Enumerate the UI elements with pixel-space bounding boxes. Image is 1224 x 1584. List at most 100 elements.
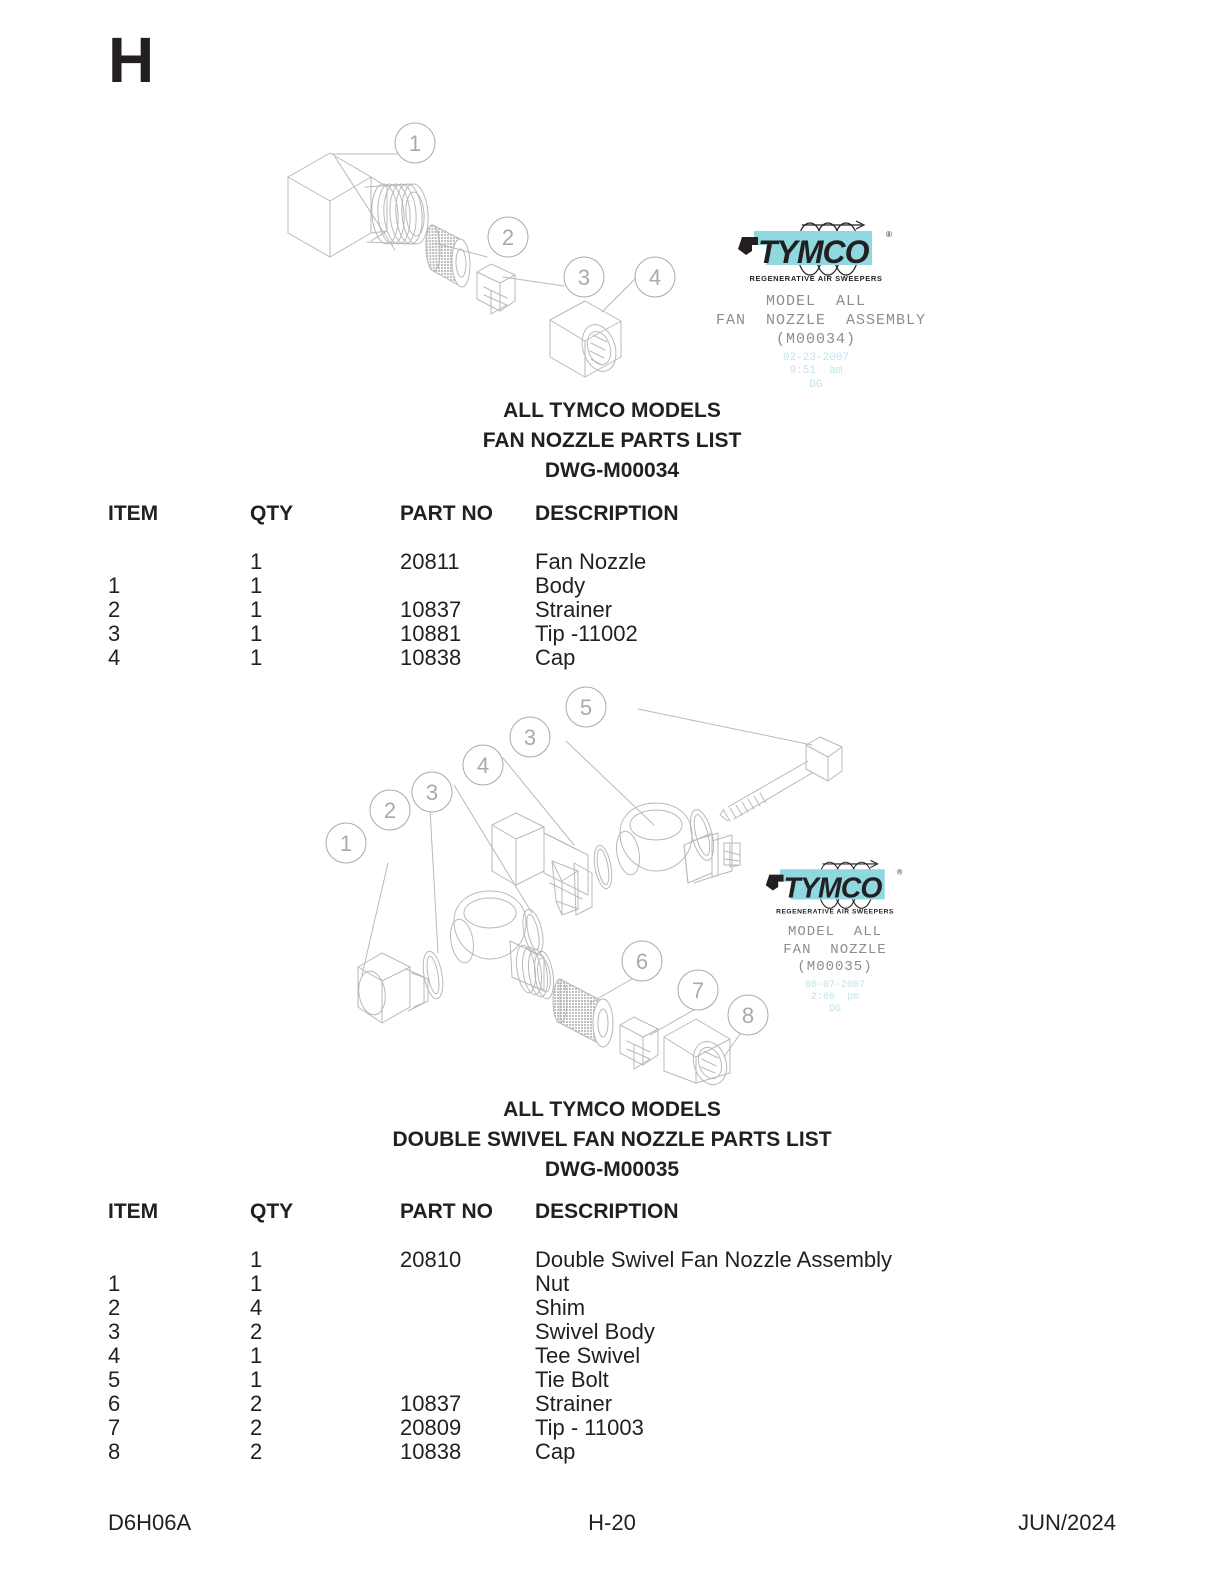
cell-part-no [400, 1320, 535, 1344]
svg-text:2: 2 [502, 225, 514, 250]
parts-list-title-1: ALL TYMCO MODELS FAN NOZZLE PARTS LIST D… [0, 396, 1224, 486]
svg-text:6: 6 [636, 949, 648, 974]
logo-stamp-initials: DG [809, 378, 823, 391]
cell-qty: 1 [250, 1247, 263, 1272]
cell-description: Shim [535, 1295, 586, 1320]
table-row: 1 20810 Double Swivel Fan Nozzle Assembl… [0, 1248, 1224, 1272]
cell-qty: 1 [250, 621, 263, 646]
part-tip [476, 263, 516, 315]
callout-labels: 1 2 3 4 [409, 131, 661, 290]
table-row: 6 2 10837 Strainer [0, 1392, 1224, 1416]
logo-caption-line1: MODEL ALL [765, 293, 866, 310]
parts-list-title-2: ALL TYMCO MODELS DOUBLE SWIVEL FAN NOZZL… [0, 1095, 1224, 1185]
cell-part-no [400, 1296, 535, 1320]
table-header-row-2: ITEM QTY PART NO DESCRIPTION [0, 1200, 1224, 1224]
cell-part-no: 10837 [400, 1391, 462, 1416]
cell-description: Tie Bolt [535, 1367, 609, 1392]
column-header-part-no: PART NO [400, 502, 493, 525]
column-header-item: ITEM [108, 502, 159, 525]
column-header-item-2: ITEM [108, 1200, 159, 1223]
cell-qty: 2 [250, 1439, 263, 1464]
part-tee-swivel [491, 812, 593, 916]
title-line-2: FAN NOZZLE PARTS LIST [482, 429, 742, 452]
cell-item: 2 [108, 597, 121, 622]
cell-item: 6 [108, 1391, 121, 1416]
svg-text:REGENERATIVE AIR SWEEPERS: REGENERATIVE AIR SWEEPERS [776, 909, 894, 916]
part-tip-2 [619, 1016, 659, 1070]
cell-qty: 1 [250, 1343, 263, 1368]
footer-document-code: D6H06A [108, 1510, 192, 1535]
svg-text:3: 3 [578, 265, 590, 290]
cell-part-no: 10838 [400, 645, 462, 670]
table-row: 2 4 Shim [0, 1296, 1224, 1320]
title-line-3: DWG-M00034 [544, 459, 680, 482]
cell-part-no: 20810 [400, 1247, 462, 1272]
cell-description: Double Swivel Fan Nozzle Assembly [535, 1247, 893, 1272]
cell-part-no: 10881 [400, 621, 462, 646]
column-header-description: DESCRIPTION [535, 502, 679, 525]
part-cap [549, 300, 622, 378]
double-swivel-fan-nozzle-exploded-view: 1 2 3 4 3 5 6 7 8 [320, 685, 860, 1085]
callout-labels-2: 1 2 3 4 3 5 6 7 8 [340, 695, 754, 1028]
cell-item: 3 [108, 1319, 121, 1344]
svg-text:3: 3 [426, 780, 438, 805]
callout-leaders [331, 153, 638, 313]
footer-page-number: H-20 [588, 1510, 636, 1535]
logo-caption-line2-2: FAN NOZZLE [783, 941, 887, 958]
table-row: 1 20811 Fan Nozzle [0, 550, 1224, 574]
cell-qty: 1 [250, 645, 263, 670]
cell-qty: 1 [250, 597, 263, 622]
cell-item: 4 [108, 645, 121, 670]
cell-description: Strainer [535, 597, 613, 622]
title-line-1: ALL TYMCO MODELS [503, 399, 721, 422]
callout-bubbles [394, 122, 676, 298]
tymco-logo-mark-2: TYMCO ® REGENERATIVE AIR SWEEPERS [765, 859, 903, 916]
registered-icon: ® [886, 230, 892, 239]
cell-part-no: 20809 [400, 1415, 462, 1440]
cell-item: 5 [108, 1367, 121, 1392]
table-row: 8 2 10838 Cap [0, 1440, 1224, 1464]
logo-stamp-date-2: 06-07-2007 [804, 979, 865, 991]
cell-description: Cap [535, 645, 576, 670]
cell-part-no [400, 1368, 535, 1392]
svg-text:5: 5 [580, 695, 592, 720]
cell-qty: 4 [250, 1295, 263, 1320]
title-line-1-2: ALL TYMCO MODELS [503, 1098, 721, 1121]
table-row: 3 2 Swivel Body [0, 1320, 1224, 1344]
cell-description: Swivel Body [535, 1319, 655, 1344]
table-spacer-row [0, 526, 1224, 550]
cell-item [0, 1248, 250, 1272]
svg-text:TYMCO: TYMCO [758, 234, 870, 270]
cell-qty: 1 [250, 549, 263, 574]
svg-text:1: 1 [409, 131, 421, 156]
section-letter: H [108, 24, 155, 96]
cell-item: 4 [108, 1343, 121, 1368]
svg-text:2: 2 [384, 798, 396, 823]
cell-description: Tip -11002 [535, 621, 638, 646]
part-nut [357, 952, 429, 1024]
part-shim-ring-nut [422, 950, 444, 1000]
cell-item: 1 [108, 1271, 121, 1296]
logo-stamp-time: 9:51 am [789, 365, 843, 378]
cell-item: 7 [108, 1415, 121, 1440]
cell-qty: 1 [250, 1271, 263, 1296]
svg-text:REGENERATIVE AIR SWEEPERS: REGENERATIVE AIR SWEEPERS [750, 274, 883, 283]
cell-qty: 2 [250, 1415, 263, 1440]
registered-icon-2: ® [897, 869, 903, 877]
fan-nozzle-exploded-view: 1 2 3 4 [255, 105, 715, 395]
table-row: 4 1 10838 Cap [0, 646, 1224, 670]
tymco-logo-m00035: TYMCO ® REGENERATIVE AIR SWEEPERS MODEL … [745, 855, 925, 1016]
cell-part-no: 10838 [400, 1439, 462, 1464]
logo-stamp-date: 02-23-2007 [782, 352, 849, 365]
logo-caption-line3-2: (M00035) [797, 959, 873, 975]
logo-stamp-time-2: 2:06 pm [810, 991, 859, 1003]
svg-text:1: 1 [340, 831, 352, 856]
part-cap-2 [663, 1018, 731, 1085]
callout-bubbles-2 [325, 686, 769, 1036]
logo-caption-line3: (M00034) [775, 330, 856, 348]
title-line-3-2: DWG-M00035 [544, 1158, 680, 1181]
parts-table-m00034: ITEM QTY PART NO DESCRIPTION 1 20811 Fan… [0, 502, 1224, 670]
table-header-row: ITEM QTY PART NO DESCRIPTION [0, 502, 1224, 526]
table-row: 4 1 Tee Swivel [0, 1344, 1224, 1368]
cell-part-no: 10837 [400, 597, 462, 622]
